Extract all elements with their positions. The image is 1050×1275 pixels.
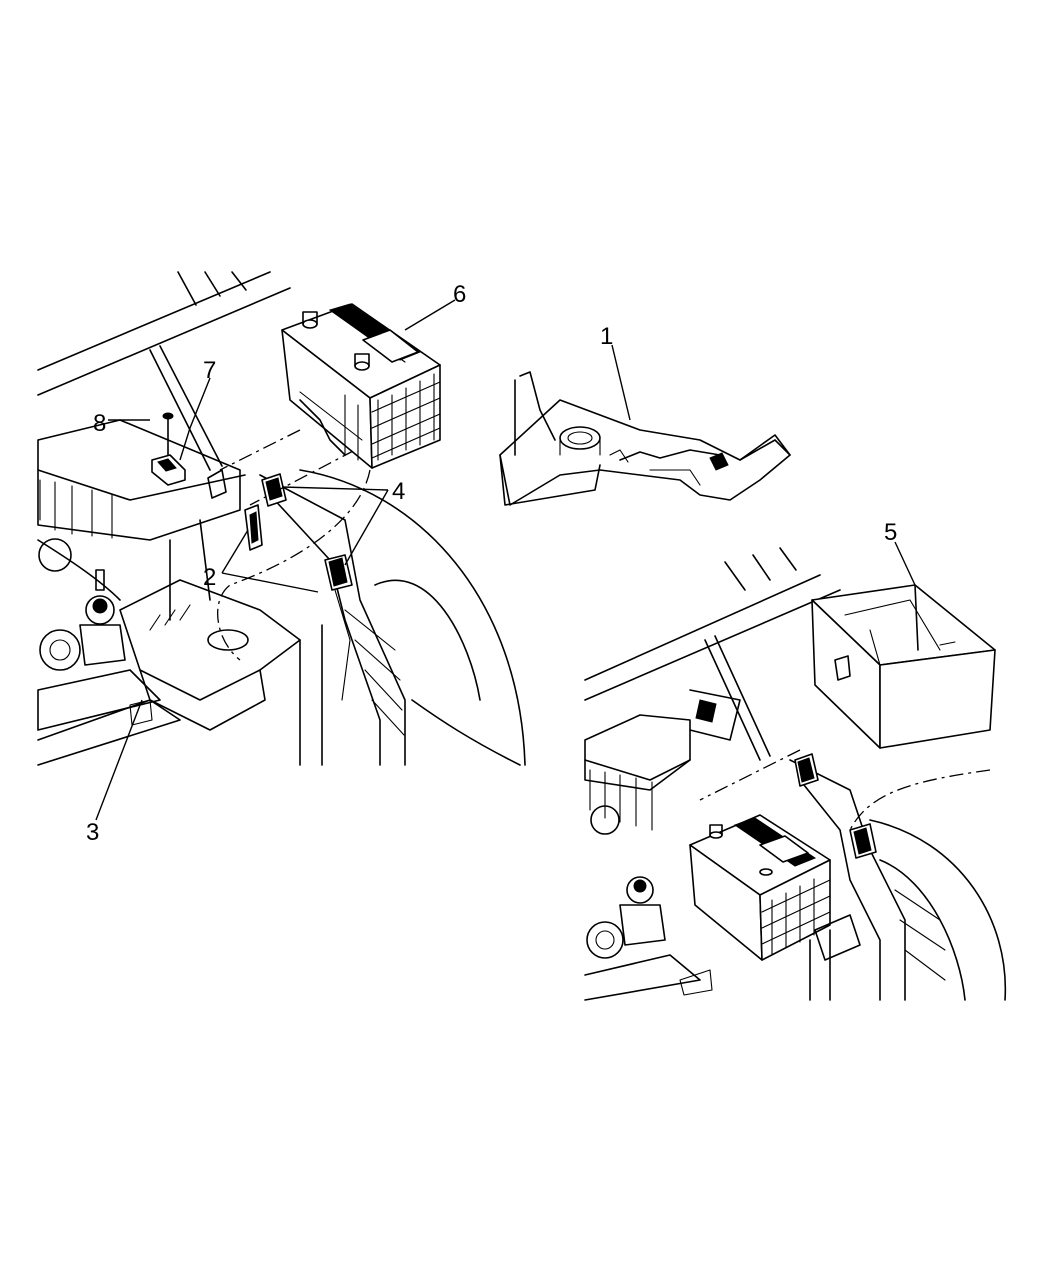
- battery-icon: [281, 303, 441, 469]
- callout-3: 3: [86, 819, 99, 846]
- callout-7: 7: [203, 357, 216, 384]
- callout-6: 6: [453, 281, 466, 308]
- battery-tray-icon: [499, 371, 791, 506]
- callout-1: 1: [600, 323, 613, 350]
- callout-2: 2: [203, 564, 216, 591]
- callout-8: 8: [93, 410, 106, 437]
- callout-4: 4: [392, 478, 405, 505]
- callout-5: 5: [884, 519, 897, 546]
- callout-leaders: [95, 299, 916, 821]
- engine-bay-right-view: [584, 547, 1007, 1001]
- battery-cover-box-icon: [811, 584, 996, 749]
- engine-bay-left-view: [37, 271, 526, 766]
